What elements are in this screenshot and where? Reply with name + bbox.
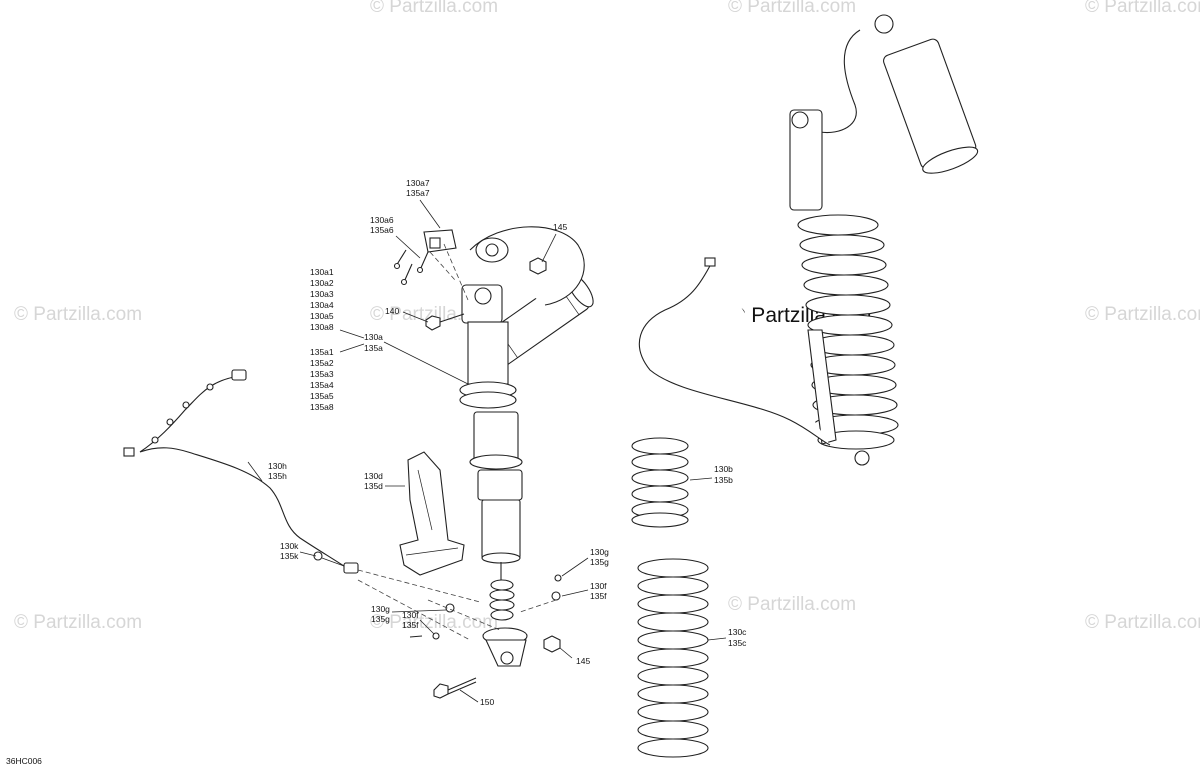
sensor-130k xyxy=(313,551,345,567)
shock-top-bracket xyxy=(423,229,457,253)
diagram-code: 36HC006 xyxy=(6,756,42,766)
callout-135h: 135h xyxy=(268,471,287,481)
callout-135a8: 135a8 xyxy=(310,402,334,412)
callout-150: 150 xyxy=(480,697,494,707)
callout-135a2: 135a2 xyxy=(310,358,334,368)
nut-145-bottom xyxy=(543,635,561,653)
callout-130g-left: 130g xyxy=(371,604,390,614)
assembled-body xyxy=(789,109,823,211)
assembled-shock xyxy=(638,14,979,466)
callout-135d: 135d xyxy=(364,481,383,491)
callout-130a3: 130a3 xyxy=(310,289,334,299)
watermark-text: © Partzilla.com xyxy=(728,0,856,17)
callout-135a: 135a xyxy=(364,343,383,353)
callout-labels: 130a7 135a7 130a6 135a6 145 130a1 130a2 … xyxy=(6,178,747,766)
callout-140: 140 xyxy=(385,306,399,316)
callout-130f-left: 130f xyxy=(402,610,419,620)
watermark-group: © Partzilla.com © Partzilla.com © Partzi… xyxy=(14,0,1200,633)
callout-135c: 135c xyxy=(728,638,747,648)
callout-130k: 130k xyxy=(280,541,299,551)
watermark-text: © Partzilla.com xyxy=(370,612,498,633)
callout-130d: 130d xyxy=(364,471,383,481)
watermark-text: © Partzilla.com xyxy=(1085,612,1200,633)
callout-130a4: 130a4 xyxy=(310,300,334,310)
callout-130a8: 130a8 xyxy=(310,322,334,332)
shock-body-upper xyxy=(467,321,509,385)
callout-135k: 135k xyxy=(280,551,299,561)
spring-130c xyxy=(637,558,709,758)
screws-130a6 xyxy=(393,249,429,286)
nut-145-top xyxy=(529,257,547,275)
watermark-text: © Partzilla.com xyxy=(1085,304,1200,325)
callout-130g-right: 130g xyxy=(590,547,609,557)
bolt-140 xyxy=(425,313,465,331)
callout-135a6: 135a6 xyxy=(370,225,394,235)
wiring-harness-130h xyxy=(123,369,359,574)
callout-130a7: 130a7 xyxy=(406,178,430,188)
callout-130a6: 130a6 xyxy=(370,215,394,225)
callout-145-bottom: 145 xyxy=(576,656,590,666)
skid-guard-130d xyxy=(399,451,465,576)
top-eyelet xyxy=(474,287,492,305)
callout-130f-right: 130f xyxy=(590,581,607,591)
assembled-guard xyxy=(807,329,837,445)
callout-135f-left: 135f xyxy=(402,620,419,630)
callout-130a2: 130a2 xyxy=(310,278,334,288)
watermark-text: © Partzilla.com xyxy=(370,0,498,17)
watermark-text: © Partzilla.com xyxy=(1085,0,1200,17)
spring-130b xyxy=(631,437,689,528)
callout-130b: 130b xyxy=(714,464,733,474)
callout-130c: 130c xyxy=(728,627,747,637)
callout-130a: 130a xyxy=(364,332,383,342)
callout-135f-right: 135f xyxy=(590,591,607,601)
assembled-coil xyxy=(797,214,899,450)
callout-135a1: 135a1 xyxy=(310,347,334,357)
callout-135a4: 135a4 xyxy=(310,380,334,390)
callout-145-top: 145 xyxy=(553,222,567,232)
watermark-text: © Partzilla.com xyxy=(14,304,142,325)
callout-135a7: 135a7 xyxy=(406,188,430,198)
shock-body-lower xyxy=(481,499,521,559)
bolt-150 xyxy=(433,677,477,699)
callout-135g-left: 135g xyxy=(371,614,390,624)
watermark-text: © Partzilla.com xyxy=(728,594,856,615)
callout-135b: 135b xyxy=(714,475,733,485)
callout-135a3: 135a3 xyxy=(310,369,334,379)
callout-135a5: 135a5 xyxy=(310,391,334,401)
callout-135g-right: 135g xyxy=(590,557,609,567)
callout-130a5: 130a5 xyxy=(310,311,334,321)
shock-absorber-assembly xyxy=(459,226,594,667)
assembled-sensor-wire xyxy=(638,261,831,446)
callout-130a1: 130a1 xyxy=(310,267,334,277)
callout-130h: 130h xyxy=(268,461,287,471)
watermark-text: © Partzilla.com xyxy=(14,612,142,633)
leader-lines xyxy=(247,199,727,703)
bump-stop xyxy=(489,579,515,621)
assembled-hose xyxy=(819,29,861,134)
